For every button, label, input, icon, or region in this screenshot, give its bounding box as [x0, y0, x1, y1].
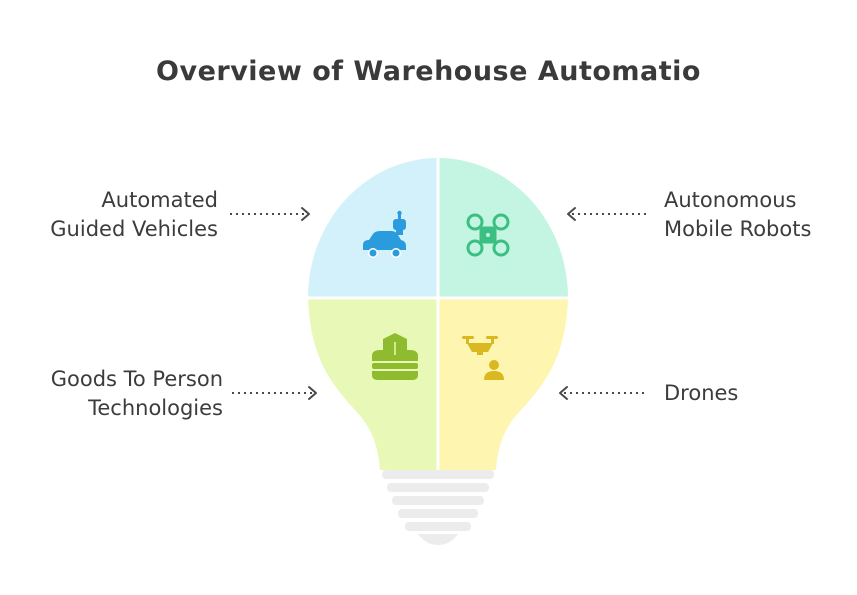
diagram-title: Overview of Warehouse Automatio — [156, 56, 701, 87]
quadrant-gtp — [308, 298, 438, 470]
label-amr-line-2: Mobile Robots — [664, 217, 812, 241]
label-gtp: Goods To Person Technologies — [51, 365, 223, 423]
label-gtp-line-1: Goods To Person — [50, 367, 223, 391]
label-agv-line-2: Guided Vehicles — [50, 217, 218, 241]
label-amr: Autonomous Mobile Robots — [664, 186, 811, 244]
label-drones-line-1: Drones — [664, 381, 739, 405]
arrow-drones — [559, 386, 648, 400]
bulb-base — [382, 470, 494, 545]
arrow-gtp — [232, 386, 317, 400]
label-amr-line-1: Autonomous — [664, 188, 797, 212]
label-agv-line-1: Automated — [101, 188, 218, 212]
drone-frame-icon — [466, 213, 510, 257]
quadrant-drones — [438, 298, 568, 470]
arrow-agv — [230, 207, 310, 221]
quadrant-agv — [308, 158, 438, 298]
label-gtp-line-2: Technologies — [88, 396, 223, 420]
drone-operator-icon — [462, 336, 504, 380]
label-agv: Automated Guided Vehicles — [50, 186, 218, 244]
arrow-amr — [567, 207, 648, 221]
car-robot-icon — [363, 210, 406, 258]
label-drones: Drones — [664, 379, 738, 408]
